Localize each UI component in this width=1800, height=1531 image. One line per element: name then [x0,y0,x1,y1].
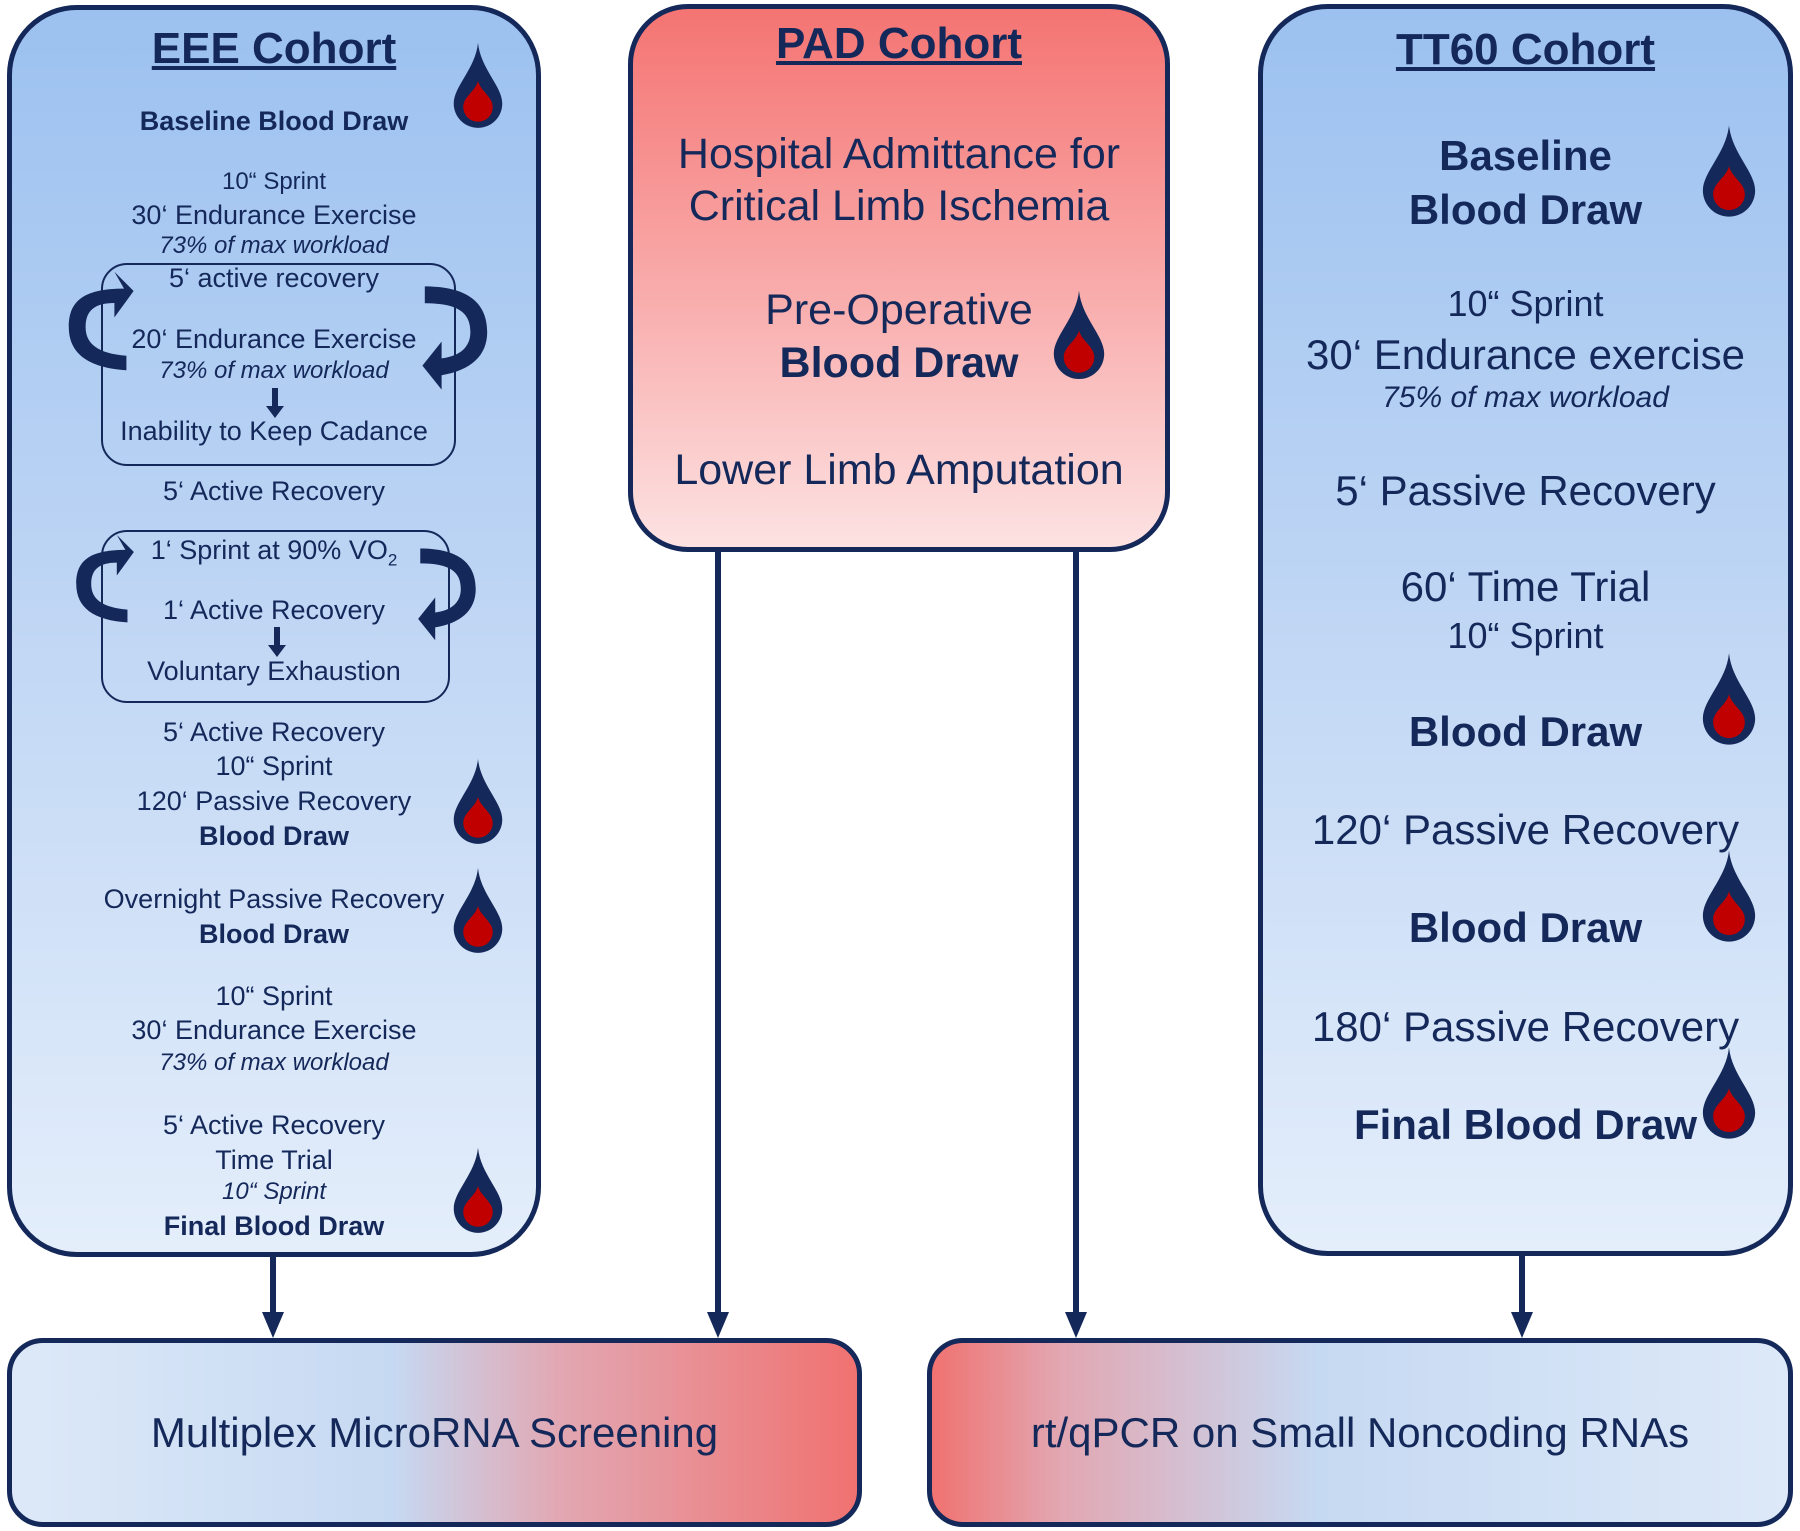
tt60-blood-draw-1: Blood Draw [1408,708,1643,755]
eee-endurance-1: 30‘ Endurance Exercise [131,200,417,230]
pad-cohort-panel: PAD Cohort Hospital Admittance for Criti… [628,4,1170,552]
eee-cohort-panel: EEE Cohort Baseline Blood Draw 10“ Sprin… [7,5,541,1257]
eee-baseline-blood-draw: Baseline Blood Draw [139,106,409,136]
eee-loop1-end: Inability to Keep Cadance [120,416,428,446]
tt60-blood-draw-2: Blood Draw [1408,904,1643,951]
tt60-passive-recovery-5: 5‘ Passive Recovery [1335,467,1716,514]
pad-preoperative: Pre-Operative [765,286,1033,334]
qpcr-box: rt/qPCR on Small Noncoding RNAs [927,1338,1793,1527]
qpcr-label: rt/qPCR on Small Noncoding RNAs [1030,1408,1690,1456]
eee-blood-draw-1: Blood Draw [198,821,349,851]
pad-admittance-line-2: Critical Limb Ischemia [688,182,1110,230]
eee-workload-2: 73% of max workload [159,1049,389,1076]
eee-passive-recovery-120: 120‘ Passive Recovery [136,786,412,816]
eee-loop1-recovery: 5‘ active recovery [168,263,380,293]
tt60-baseline-line-2: Blood Draw [1408,186,1643,233]
eee-active-recovery-1: 5‘ Active Recovery [162,476,386,506]
down-arrow-icon [266,388,284,418]
eee-sprint-4: 10“ Sprint [221,1178,327,1205]
tt60-final-blood-draw: Final Blood Draw [1353,1101,1697,1148]
pad-amputation: Lower Limb Amputation [674,446,1124,494]
tt60-passive-recovery-120: 120‘ Passive Recovery [1311,806,1740,853]
eee-loop1-endurance: 20‘ Endurance Exercise [131,324,417,354]
tt60-time-trial: 60‘ Time Trial [1400,563,1651,610]
pad-admittance-line-1: Hospital Admittance for [677,130,1121,178]
eee-time-trial: Time Trial [215,1145,333,1175]
multiplex-microrna-box: Multiplex MicroRNA Screening [7,1338,862,1527]
eee-loop2-end: Voluntary Exhaustion [147,656,401,686]
tt60-passive-recovery-180: 180‘ Passive Recovery [1311,1003,1740,1050]
eee-sprint-3: 10“ Sprint [215,981,333,1011]
tt60-baseline-line-1: Baseline [1439,132,1612,179]
eee-loop2-recovery: 1‘ Active Recovery [162,595,386,625]
tt60-sprint-2: 10“ Sprint [1447,615,1604,656]
eee-endurance-2: 30‘ Endurance Exercise [131,1015,417,1045]
eee-active-recovery-2: 5‘ Active Recovery [162,717,386,747]
tt60-workload: 75% of max workload [1382,381,1669,414]
multiplex-microrna-label: Multiplex MicroRNA Screening [150,1408,719,1456]
eee-cohort-title: EEE Cohort [151,24,397,73]
eee-sprint-1: 10“ Sprint [221,168,327,195]
tt60-sprint-1: 10“ Sprint [1447,283,1604,324]
pad-cohort-title: PAD Cohort [775,19,1023,68]
down-arrow-icon [268,627,286,657]
eee-sprint-2: 10“ Sprint [215,751,333,781]
eee-overnight-recovery: Overnight Passive Recovery [103,884,445,914]
tt60-cohort-panel: TT60 Cohort Baseline Blood Draw 10“ Spri… [1258,4,1793,1256]
eee-blood-draw-2: Blood Draw [198,919,349,949]
eee-loop1-workload: 73% of max workload [159,357,389,384]
eee-active-recovery-3: 5‘ Active Recovery [162,1110,386,1140]
eee-workload-1: 73% of max workload [159,232,389,259]
eee-final-blood-draw: Final Blood Draw [163,1211,385,1241]
tt60-endurance: 30‘ Endurance exercise [1306,331,1745,378]
tt60-cohort-title: TT60 Cohort [1395,25,1656,74]
eee-loop2-sprint: 1‘ Sprint at 90% VO2 [150,535,398,570]
pad-blood-draw: Blood Draw [779,339,1019,387]
